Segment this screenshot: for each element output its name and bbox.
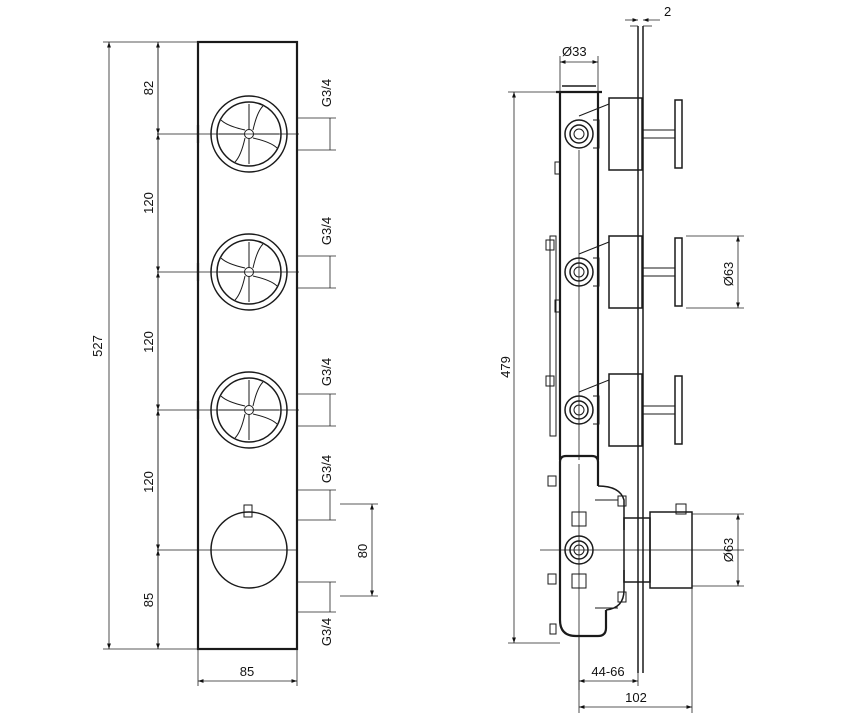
dim-body-diameter: Ø33 [562, 44, 587, 59]
body-diameter-dimension: Ø33 [559, 44, 599, 92]
dim-outlet-spacing: 80 [355, 544, 370, 558]
connection-label-2: G3/4 [319, 217, 334, 245]
wheel-handle-3 [198, 371, 300, 449]
side-handle-2 [564, 235, 683, 309]
front-view: 527 82 120 120 120 85 85 G3/4 G3/4 G3/ [90, 40, 378, 686]
thermostat-section [540, 454, 744, 690]
dim-overall-depth: 102 [625, 690, 647, 705]
knob-diameter-dimension: Ø63 [692, 513, 744, 587]
dim-top-spacing: 82 [141, 81, 156, 95]
connection-dimensions: G3/4 G3/4 G3/4 G3/4 G3/4 80 [297, 79, 378, 646]
thermostat-knob [157, 504, 297, 589]
dim-spacing-3: 120 [141, 471, 156, 493]
dim-handle-diameter: Ø63 [721, 262, 736, 287]
body-height-dimension: 479 [498, 91, 560, 644]
handle-diameter-dimension: Ø63 [686, 235, 744, 309]
wheel-handle-1 [198, 95, 300, 173]
dim-spacing-2: 120 [141, 331, 156, 353]
mounting-plate: 2 [625, 4, 671, 673]
dim-depth-range: 44-66 [591, 664, 624, 679]
valve-body [545, 85, 602, 460]
dim-body-height: 479 [498, 356, 513, 378]
depth-dimensions: 44-66 102 [578, 588, 693, 713]
side-handle-1 [564, 97, 683, 171]
dim-plate-thickness: 2 [664, 4, 671, 19]
dim-overall-height: 527 [90, 335, 105, 357]
dim-spacing-1: 120 [141, 192, 156, 214]
width-dimension: 85 [197, 649, 298, 686]
dim-knob-diameter: Ø63 [721, 538, 736, 563]
connection-label-1: G3/4 [319, 79, 334, 107]
dim-bottom-spacing: 85 [141, 593, 156, 607]
side-handle-3 [564, 373, 683, 447]
connection-label-5: G3/4 [319, 618, 334, 646]
height-dimension-left: 527 82 120 120 120 85 [90, 41, 198, 650]
wheel-handle-2 [198, 233, 300, 311]
side-view: 2 [498, 4, 744, 713]
front-plate [196, 40, 299, 651]
dim-width: 85 [240, 664, 254, 679]
connection-label-4: G3/4 [319, 455, 334, 483]
connection-label-3: G3/4 [319, 358, 334, 386]
